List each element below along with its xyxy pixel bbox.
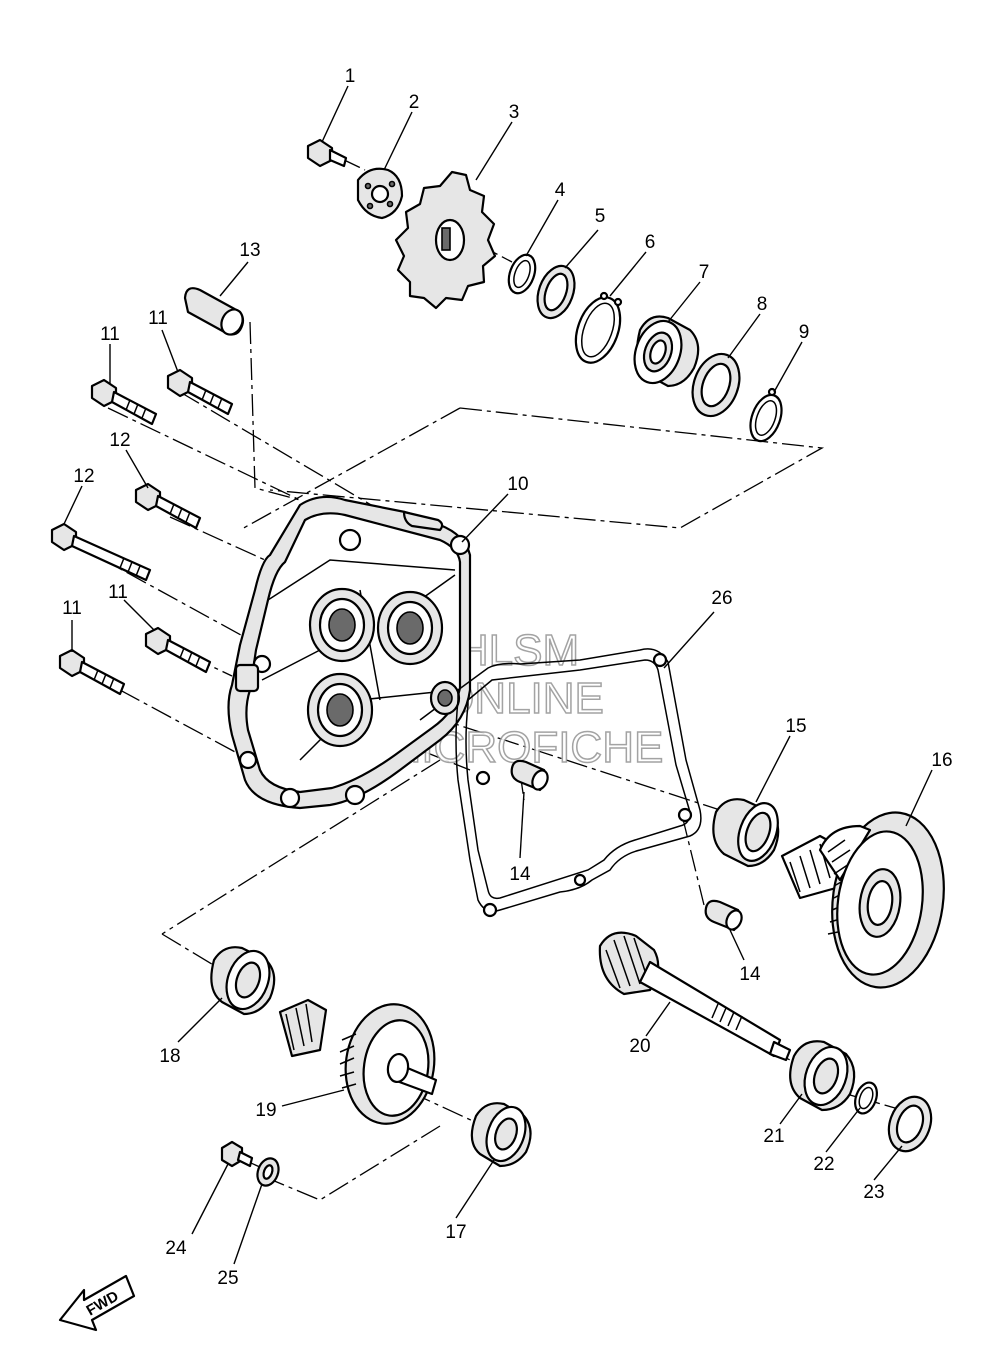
part-21-bearing	[789, 1040, 856, 1112]
part-14-dowel-a	[510, 759, 549, 792]
part-24-bolt	[220, 1140, 254, 1168]
leader-lines	[63, 85, 933, 1265]
label-26: 26	[711, 588, 732, 609]
part-6-circlip	[574, 291, 623, 364]
part-12-bolt-a	[134, 482, 202, 530]
label-25: 25	[217, 1268, 238, 1289]
part-15-needle-bearing	[712, 798, 780, 868]
label-2: 2	[409, 92, 420, 113]
label-19: 19	[255, 1100, 276, 1121]
label-14-a: 14	[509, 864, 531, 885]
label-12-b: 12	[73, 466, 94, 487]
label-11-b: 11	[148, 308, 168, 329]
part-13-dowel	[183, 287, 245, 336]
label-23: 23	[863, 1182, 884, 1203]
part-11-bolt-c	[144, 626, 212, 674]
label-14-b: 14	[739, 964, 761, 985]
label-11-a: 11	[100, 324, 120, 345]
label-6: 6	[645, 232, 656, 253]
label-17: 17	[445, 1222, 466, 1243]
part-labels: 1 2 3 4 5 6 7 8 9 10 11 11 12 12 11 11 1…	[62, 66, 952, 1289]
part-11-bolt-b	[166, 368, 234, 416]
part-18-bearing	[210, 946, 276, 1016]
part-5-washer	[536, 264, 576, 320]
label-21: 21	[763, 1126, 784, 1147]
part-1-bolt	[306, 138, 348, 168]
part-4-circlip	[507, 253, 537, 295]
part-12-bolt-b	[50, 522, 152, 582]
part-22-circlip	[854, 1081, 878, 1115]
label-10: 10	[507, 474, 528, 495]
part-17-bearing	[470, 1102, 532, 1168]
label-20: 20	[629, 1036, 650, 1057]
label-11-c: 11	[108, 582, 128, 603]
part-7-bearing	[633, 315, 700, 388]
part-14-dowel-b	[704, 899, 743, 932]
label-24: 24	[165, 1238, 187, 1259]
label-13: 13	[239, 240, 260, 261]
part-25-washer	[256, 1157, 280, 1187]
part-10-crankcase-cover	[227, 495, 472, 810]
label-4: 4	[555, 180, 566, 201]
label-5: 5	[595, 206, 606, 227]
label-18: 18	[159, 1046, 180, 1067]
label-7: 7	[699, 262, 710, 283]
part-3-sprocket	[394, 170, 497, 310]
part-19-gear-shaft	[278, 998, 438, 1125]
part-11-bolt-d	[58, 648, 126, 696]
label-3: 3	[509, 102, 520, 123]
part-9-circlip	[749, 387, 783, 443]
part-23-oil-seal	[887, 1095, 933, 1153]
label-15: 15	[785, 716, 806, 737]
label-11-d: 11	[62, 598, 82, 619]
label-16: 16	[931, 750, 952, 771]
part-16-gear	[780, 811, 945, 989]
label-22: 22	[813, 1154, 834, 1175]
part-26-gasket	[455, 648, 702, 918]
label-12-a: 12	[109, 430, 130, 451]
watermark-line-1: HLSM	[457, 626, 579, 675]
fwd-arrow-icon: FWD	[58, 1274, 136, 1332]
part-2-lock-washer	[356, 167, 404, 220]
part-20-pinion-shaft	[598, 931, 792, 1062]
label-8: 8	[757, 294, 768, 315]
part-11-bolt-a	[90, 378, 158, 426]
label-9: 9	[799, 322, 810, 343]
label-1: 1	[345, 66, 356, 87]
part-8-oil-seal	[691, 352, 741, 418]
